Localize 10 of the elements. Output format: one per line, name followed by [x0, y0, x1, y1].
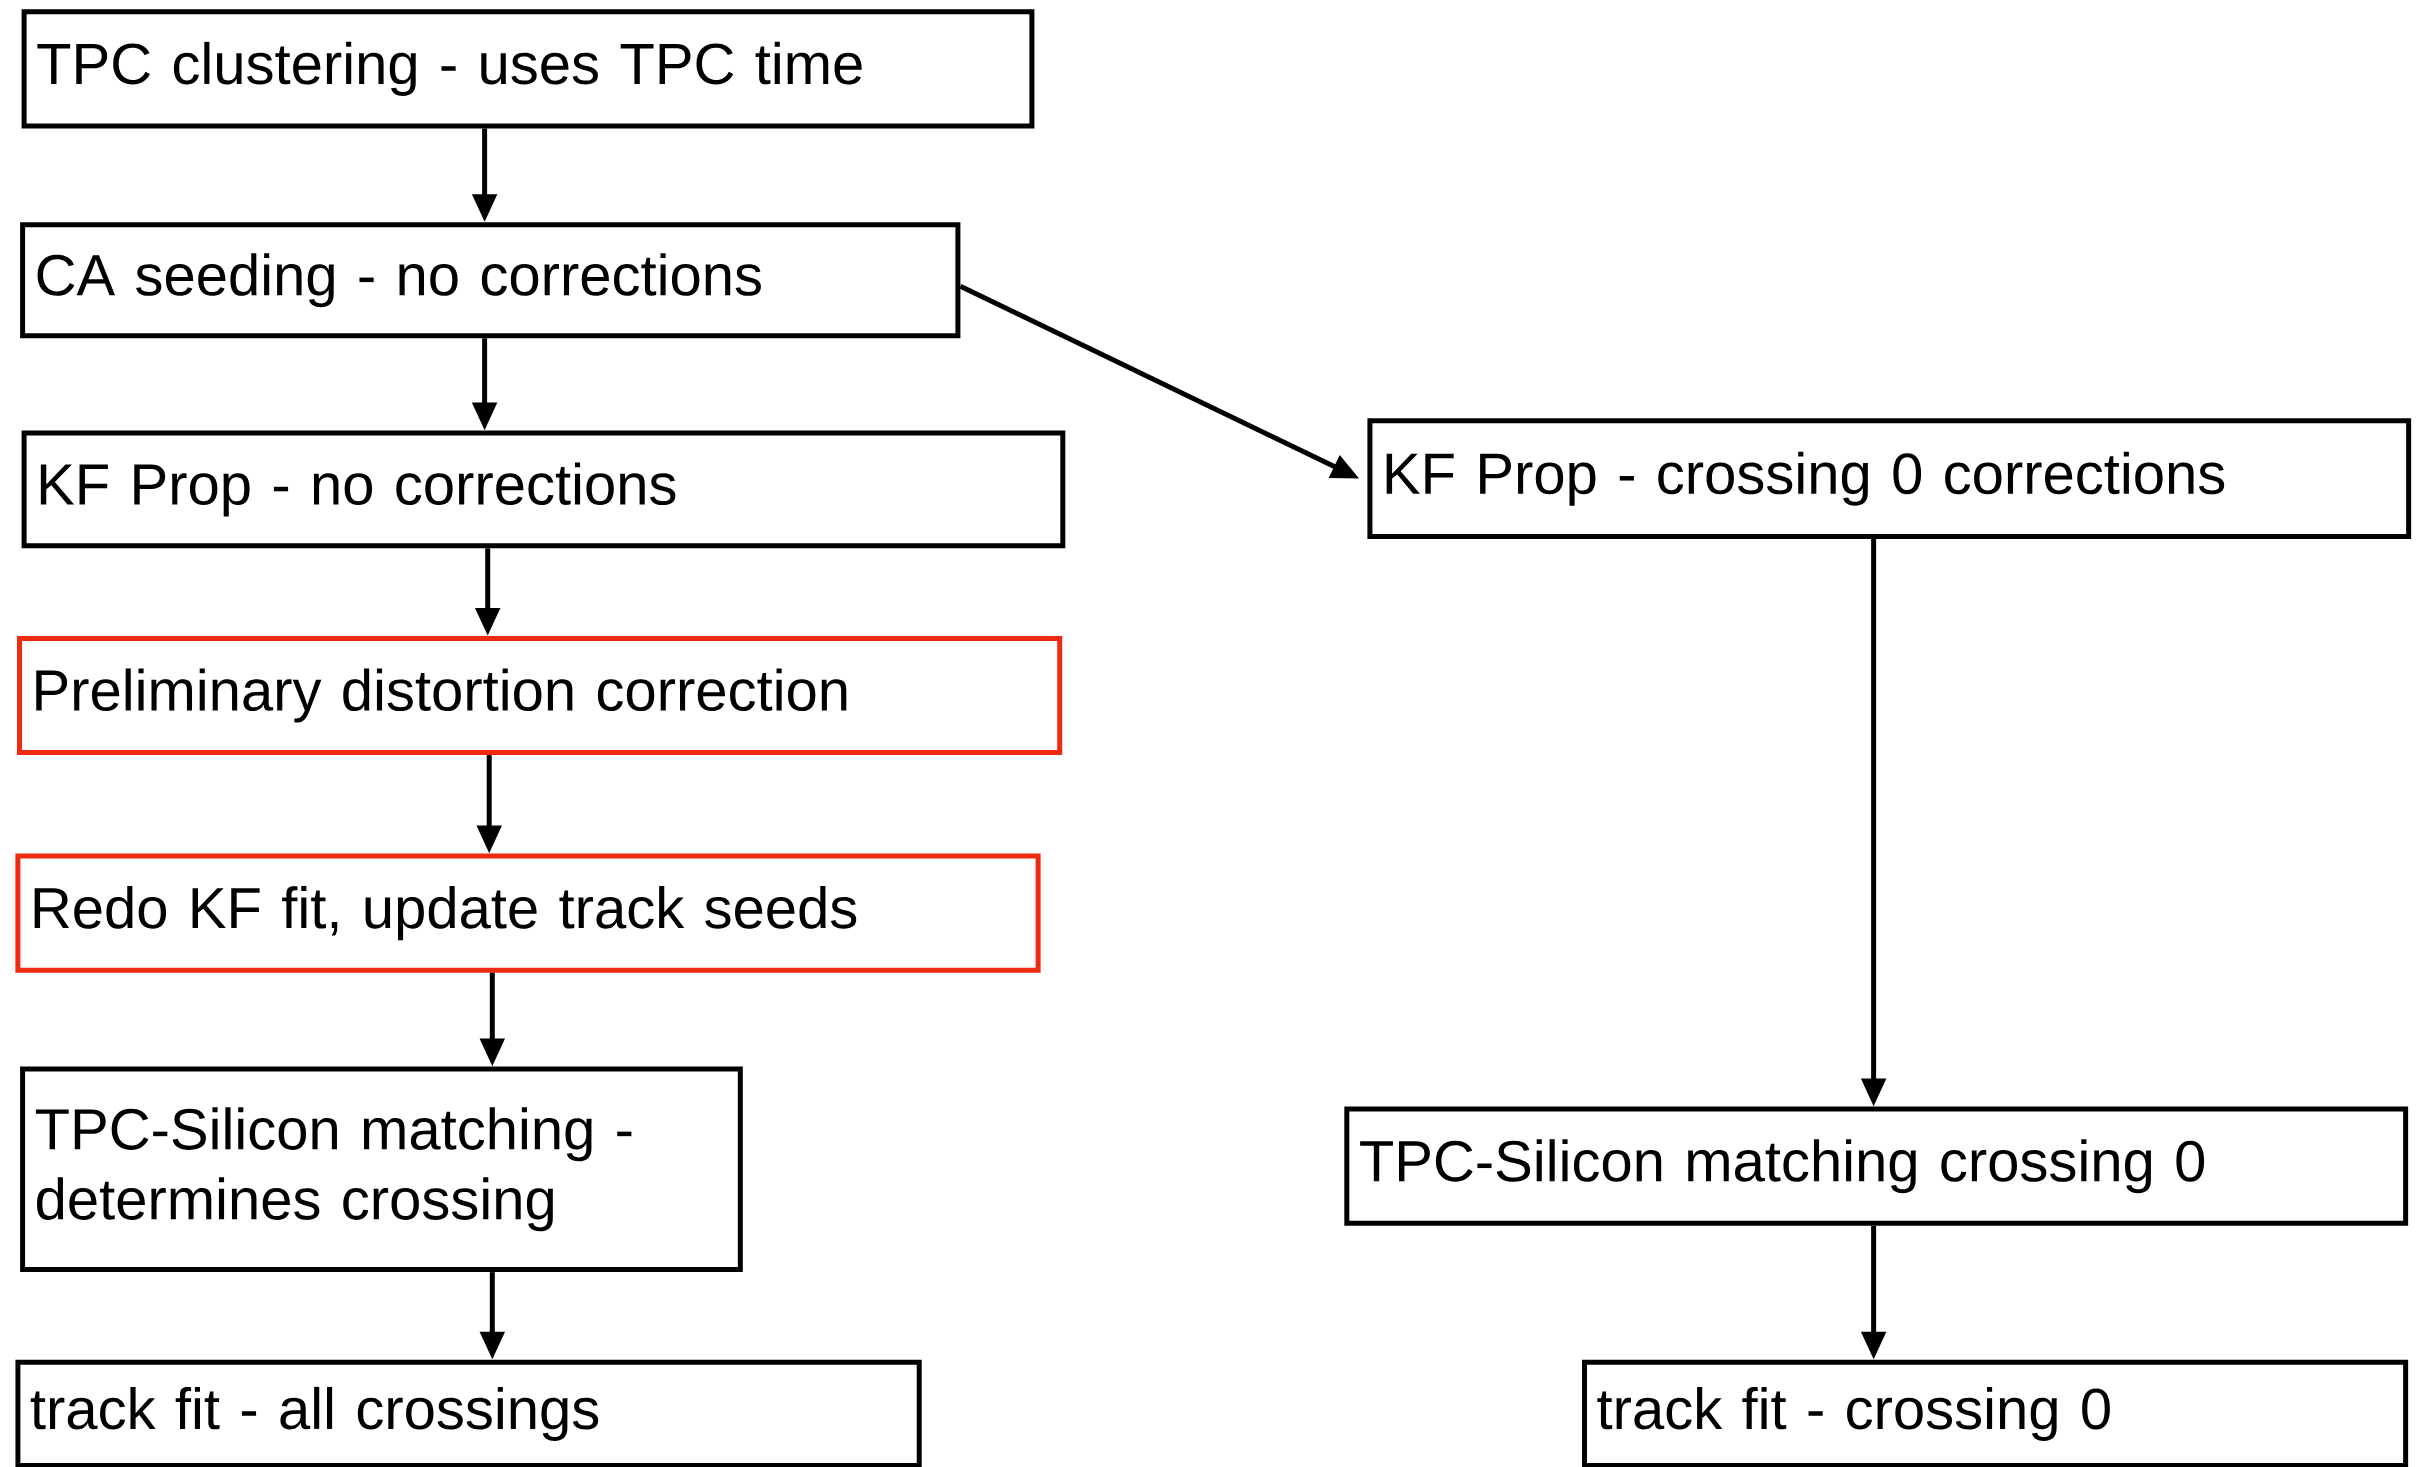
process-box: TPC-Silicon matching crossing 0	[1344, 1106, 2409, 1226]
process-box: track fit - all crossings	[15, 1359, 922, 1467]
process-box: Redo KF fit, update track seeds	[15, 853, 1041, 973]
process-box: KF Prop - no corrections	[21, 430, 1066, 549]
process-box: TPC-Silicon matching - determines crossing	[20, 1066, 743, 1273]
process-box: track fit - crossing 0	[1582, 1359, 2409, 1467]
process-box: TPC clustering - uses TPC time	[21, 9, 1035, 129]
process-box: Preliminary distortion correction	[17, 635, 1063, 756]
process-box: CA seeding - no corrections	[20, 222, 961, 339]
process-box: KF Prop - crossing 0 corrections	[1367, 418, 2412, 540]
